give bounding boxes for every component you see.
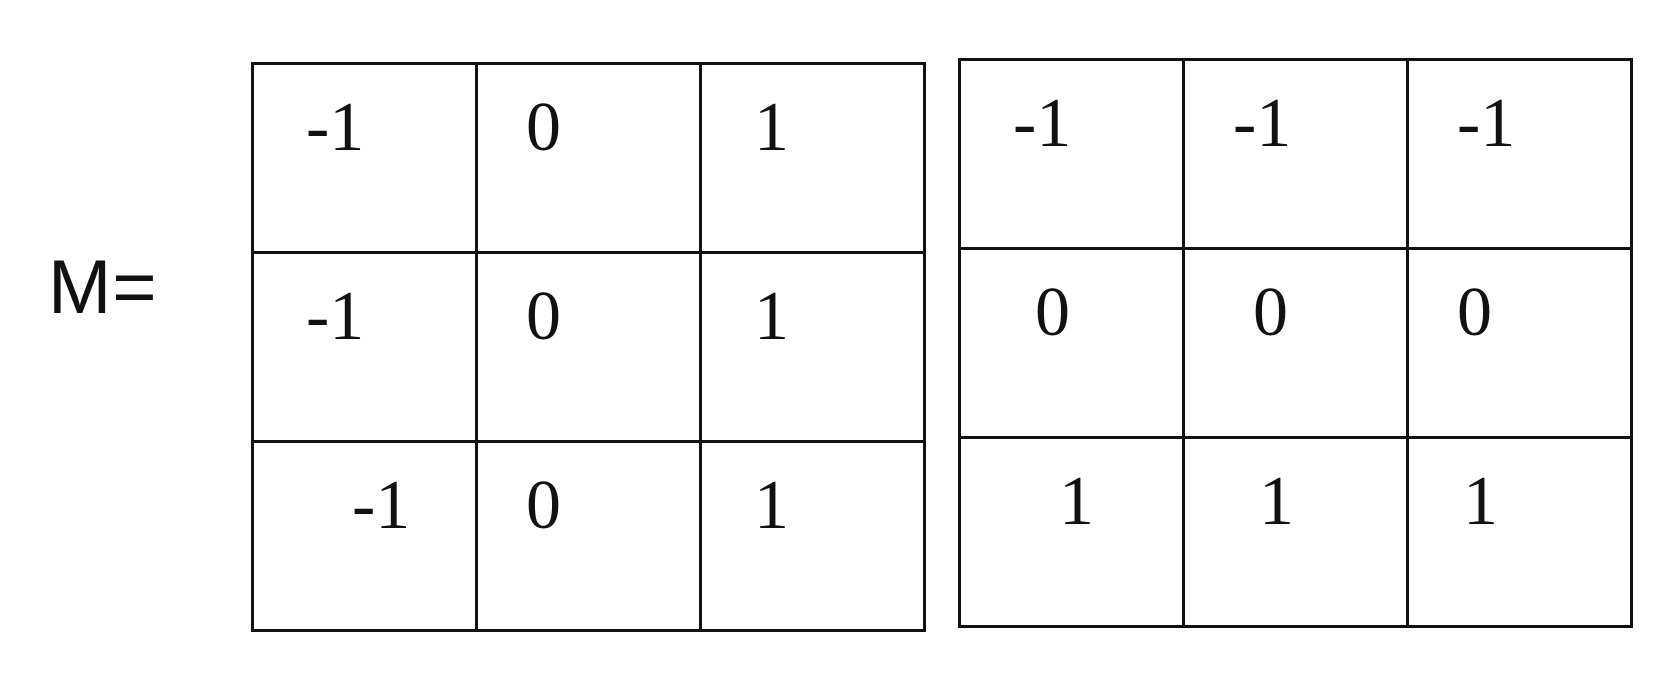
matrix-row: -1 -1 -1 — [958, 58, 1633, 250]
matrix-cell: 1 — [699, 440, 926, 632]
matrix-row: -1 0 1 — [251, 251, 926, 443]
cell-value: -1 — [1013, 85, 1072, 162]
matrix-cell: 0 — [475, 62, 702, 254]
matrix-cell: 1 — [1406, 436, 1633, 628]
matrix-cell: -1 — [1406, 58, 1633, 250]
matrix-row: -1 0 1 — [251, 440, 926, 632]
cell-value: 0 — [526, 89, 561, 166]
matrix-cell: 1 — [1182, 436, 1409, 628]
matrix-row: -1 0 1 — [251, 62, 926, 254]
matrix-cell: -1 — [251, 62, 478, 254]
cell-value: 0 — [526, 467, 561, 544]
matrix-row: 1 1 1 — [958, 436, 1633, 628]
cell-value: -1 — [306, 278, 365, 355]
cell-value: 1 — [754, 278, 789, 355]
matrix-cell: 1 — [958, 436, 1185, 628]
cell-value: -1 — [352, 467, 411, 544]
matrix-cell: -1 — [251, 440, 478, 632]
cell-value: -1 — [1233, 85, 1292, 162]
matrix-cell: 1 — [699, 62, 926, 254]
matrix-cell: 1 — [699, 251, 926, 443]
cell-value: -1 — [1457, 85, 1516, 162]
cell-value: 0 — [526, 278, 561, 355]
cell-value: 0 — [1253, 274, 1288, 351]
matrix-cell: 0 — [1406, 247, 1633, 439]
matrix-cell: 0 — [475, 251, 702, 443]
cell-value: 1 — [754, 467, 789, 544]
cell-value: 1 — [1463, 463, 1498, 540]
cell-value: 0 — [1035, 274, 1070, 351]
matrix-label: M= — [48, 245, 158, 330]
matrix-right: -1 -1 -1 0 0 0 1 1 1 — [958, 58, 1633, 628]
matrix-cell: -1 — [251, 251, 478, 443]
cell-value: -1 — [306, 89, 365, 166]
cell-value: 1 — [1259, 463, 1294, 540]
cell-value: 0 — [1457, 274, 1492, 351]
matrix-cell: -1 — [1182, 58, 1409, 250]
matrix-cell: 0 — [1182, 247, 1409, 439]
matrix-cell: 0 — [958, 247, 1185, 439]
cell-value: 1 — [1059, 463, 1094, 540]
matrix-cell: -1 — [958, 58, 1185, 250]
matrix-left: -1 0 1 -1 0 1 -1 0 1 — [251, 62, 926, 632]
matrix-row: 0 0 0 — [958, 247, 1633, 439]
cell-value: 1 — [754, 89, 789, 166]
matrix-cell: 0 — [475, 440, 702, 632]
